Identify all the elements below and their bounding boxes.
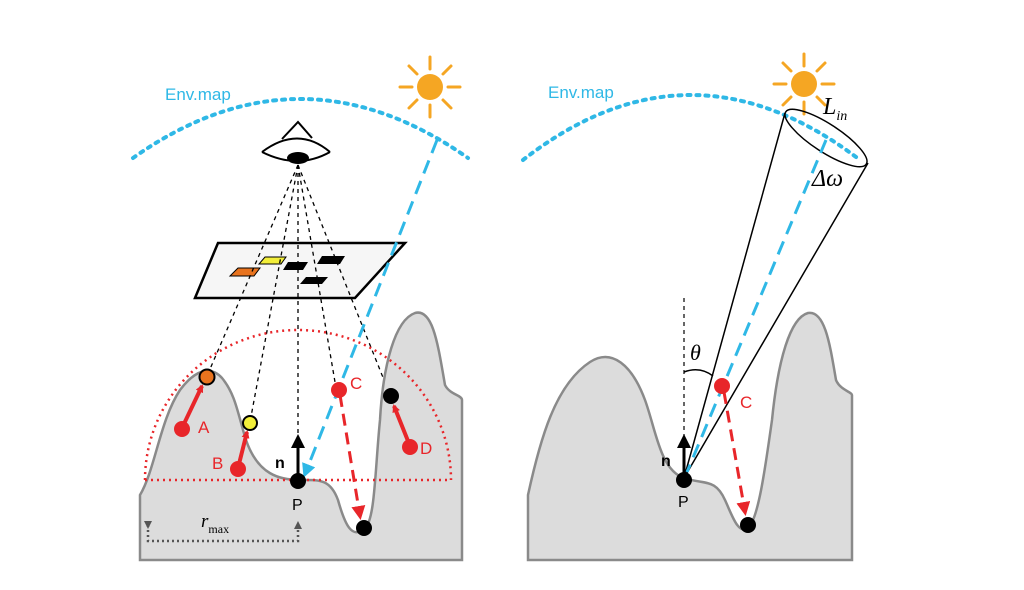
sample-a-label: A bbox=[198, 418, 210, 437]
pixel-black-1 bbox=[283, 262, 308, 270]
rmax-label: rmax bbox=[201, 511, 229, 536]
right-env-map-label: Env.map bbox=[548, 83, 614, 102]
point-b-surface bbox=[242, 415, 258, 431]
right-normal-label: n bbox=[661, 453, 671, 470]
sample-c-arrow bbox=[338, 394, 366, 520]
left-point-label: P bbox=[292, 497, 303, 514]
right-sample-c-arrow bbox=[722, 391, 751, 516]
right-point-label: P bbox=[678, 494, 689, 511]
sun-icon bbox=[398, 55, 462, 119]
pixel-black-2 bbox=[317, 256, 345, 264]
right-sample-c-origin bbox=[714, 378, 730, 394]
left-terrain bbox=[138, 311, 464, 562]
solid-angle-label: Δω bbox=[811, 166, 843, 192]
left-panel: Env.map bbox=[131, 55, 470, 562]
left-env-map-label: Env.map bbox=[165, 85, 231, 104]
right-terrain bbox=[526, 311, 854, 562]
right-point-p bbox=[676, 472, 692, 488]
view-rays bbox=[206, 164, 391, 480]
sample-d-origin bbox=[402, 439, 418, 455]
sample-a-origin bbox=[174, 421, 190, 437]
point-p bbox=[290, 473, 306, 489]
point-a-surface bbox=[198, 368, 216, 386]
pixel-black-3 bbox=[300, 277, 328, 284]
left-normal-label: n bbox=[275, 455, 285, 472]
eye-icon bbox=[261, 120, 331, 164]
sample-a-arrow bbox=[180, 384, 204, 429]
left-env-ray bbox=[302, 139, 439, 478]
sample-d-label: D bbox=[420, 439, 432, 458]
right-env-map-arc bbox=[521, 93, 862, 162]
radiance-label: Lin bbox=[822, 94, 847, 124]
right-panel: Env.map θ bbox=[521, 52, 869, 562]
sample-c-origin bbox=[331, 382, 347, 398]
theta-arc bbox=[683, 369, 714, 377]
sample-b-origin bbox=[230, 461, 246, 477]
right-point-c-hit bbox=[740, 517, 756, 533]
point-c-hit bbox=[356, 520, 372, 536]
point-d-surface bbox=[383, 388, 399, 404]
hemisphere-arc bbox=[143, 328, 453, 481]
sample-d-arrow bbox=[392, 404, 412, 447]
left-env-map-arc bbox=[131, 97, 470, 160]
sun-icon bbox=[772, 52, 836, 116]
sample-c-label: C bbox=[350, 374, 362, 393]
sample-b-label: B bbox=[212, 454, 223, 473]
right-sample-c-label: C bbox=[740, 393, 752, 412]
theta-label: θ bbox=[690, 340, 701, 365]
solid-angle-cone bbox=[683, 108, 869, 479]
rmax-bracket bbox=[144, 521, 302, 543]
image-plane bbox=[193, 241, 408, 300]
right-env-ray bbox=[685, 139, 828, 473]
